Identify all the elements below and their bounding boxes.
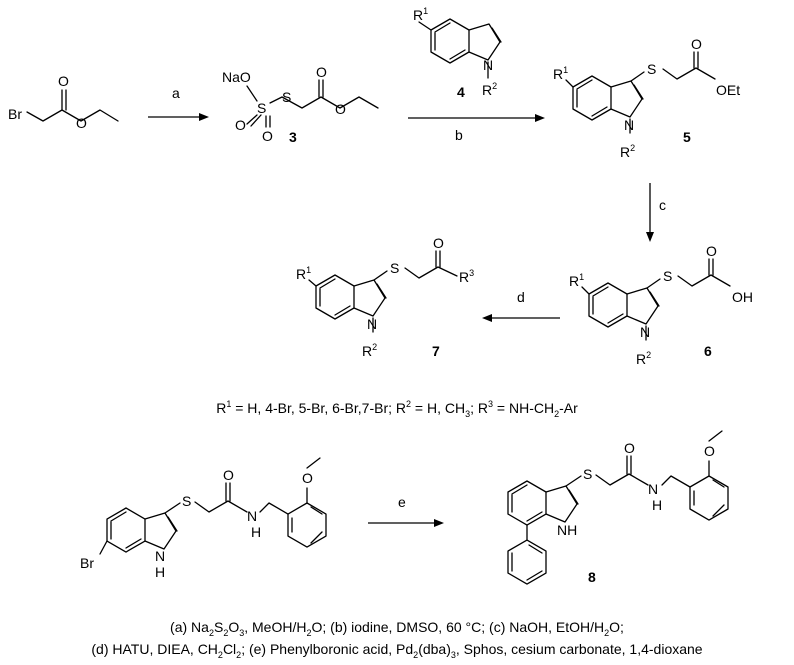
compound-6-number: 6 (704, 343, 712, 359)
r2-label: R2 (482, 81, 497, 98)
compound-4-number: 4 (457, 84, 465, 100)
r1-label: R1 (553, 65, 568, 82)
substituent-definitions: R1 = H, 4-Br, 5-Br, 6-Br,7-Br; R2 = H, C… (216, 399, 578, 419)
indole-n-label: N (483, 57, 493, 73)
bromo-label: Br (8, 106, 22, 122)
indole-h-label: H (155, 564, 165, 580)
carbonyl-o-label: O (624, 440, 635, 456)
step-c-label: c (659, 197, 666, 213)
indole-n-label: N (624, 117, 634, 133)
step-a-arrow: a (148, 85, 209, 121)
step-d-label: d (517, 289, 525, 305)
compound-4: R1 N R2 4 (413, 6, 502, 100)
r1-label: R1 (569, 272, 584, 289)
compound-8-number: 8 (588, 569, 596, 585)
carbonyl-o-label: O (691, 36, 702, 52)
sulfonyl-o1-label: O (235, 117, 246, 133)
thioether-s-label: S (583, 466, 592, 482)
indole-nh-label: NH (557, 522, 577, 538)
compound-5-number: 5 (683, 129, 691, 145)
thioether-s-label: S (663, 268, 672, 284)
carbonyl-o-label: O (223, 467, 234, 483)
amide-nh-label: N (648, 481, 658, 497)
methoxy-o-label: O (302, 470, 313, 486)
conditions-line-2: (d) HATU, DIEA, CH2Cl2; (e) Phenylboroni… (91, 641, 702, 660)
amide-h-label: H (251, 524, 261, 540)
ethyl-bromoacetate: Br O O (8, 73, 119, 131)
compound-7-number: 7 (432, 343, 440, 359)
r3-label: R3 (459, 268, 474, 285)
bromo-indole-amide: Br S O N H O N H (80, 457, 327, 580)
indole-n-label: N (155, 548, 165, 564)
methoxy-o-label: O (704, 443, 715, 459)
compound-8: S O N H O NH 8 (507, 430, 729, 585)
r1-label: R1 (413, 6, 428, 23)
carbonyl-o-label: O (706, 243, 717, 259)
r1-label: R1 (296, 265, 311, 282)
oet-label: OEt (716, 82, 740, 98)
compound-6: R1 S O OH N R2 6 (569, 243, 753, 367)
step-e-arrow: e (368, 494, 444, 527)
step-e-label: e (398, 494, 406, 510)
thioether-s-label: S (182, 493, 191, 509)
compound-5: R1 S O OEt N R2 5 (553, 36, 740, 160)
step-d-arrow: d (482, 289, 560, 322)
amide-h-label: H (652, 497, 662, 513)
oh-label: OH (732, 289, 753, 305)
compound-3-number: 3 (289, 129, 297, 145)
indole-n-label: N (367, 316, 377, 332)
carbonyl-oxygen-label: O (58, 73, 69, 89)
r2-label: R2 (362, 342, 377, 359)
thioether-s-label: S (390, 260, 399, 276)
bromo-label: Br (80, 555, 94, 571)
sulfonyl-o2-label: O (262, 128, 273, 144)
nao-label: NaO (222, 69, 251, 85)
compound-7: R1 S O R3 N R2 7 (296, 235, 474, 359)
step-c-arrow: c (646, 183, 666, 242)
step-b-label: b (455, 127, 463, 143)
indole-n-label: N (640, 324, 650, 340)
compound-3: NaO S S O O O O 3 (222, 64, 379, 145)
thioether-s-label: S (647, 61, 656, 77)
carbonyl-o-label: O (316, 64, 327, 80)
thio-s-label: S (282, 89, 291, 105)
sulfonyl-s-label: S (257, 100, 266, 116)
r2-label: R2 (636, 350, 651, 367)
r2-label: R2 (620, 143, 635, 160)
step-a-label: a (172, 85, 180, 101)
step-b-arrow: b (408, 114, 545, 143)
carbonyl-o-label: O (433, 235, 444, 251)
ester-o-label: O (335, 101, 346, 117)
conditions-line-1: (a) Na2S2O3, MeOH/H2O; (b) iodine, DMSO,… (170, 619, 624, 638)
ester-oxygen-label: O (76, 115, 87, 131)
amide-nh-label: N (247, 508, 257, 524)
